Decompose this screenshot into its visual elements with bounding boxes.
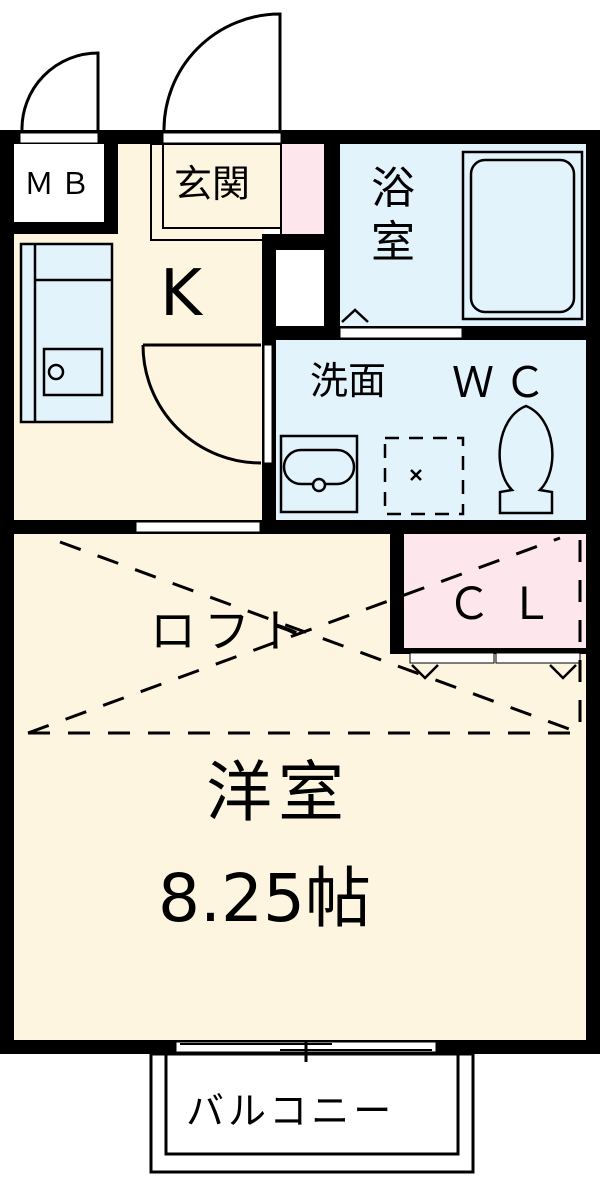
closet-label: ＣＬ	[447, 579, 571, 630]
meter-box-floor	[14, 144, 104, 222]
closet-door-marks	[411, 664, 577, 680]
bathroom-label: 浴室	[371, 163, 415, 268]
entrance-pink-area	[281, 144, 325, 234]
meter-box-label: ＭＢ	[24, 167, 96, 202]
western-room-label: 洋室	[206, 754, 350, 831]
kitchen-counter	[19, 242, 114, 424]
loft-label: ロフト	[150, 604, 312, 658]
entrance-floor	[163, 144, 280, 228]
wash-fixtures	[279, 404, 554, 516]
washroom-floor	[274, 340, 586, 522]
western-room-size: 8.25帖	[158, 860, 371, 937]
toilet-label: ＷＣ	[452, 358, 557, 407]
closet-floor	[404, 534, 586, 652]
balcony-label: バルコニー	[186, 1089, 396, 1133]
bathtub	[341, 150, 584, 323]
kitchen-label: K	[160, 257, 202, 331]
loft-outline	[27, 536, 586, 735]
washroom-label: 洗面	[310, 359, 387, 403]
balcony-outline	[149, 1042, 475, 1174]
entrance-label: 玄関	[174, 162, 251, 206]
storage-white	[276, 250, 324, 326]
door-swings	[20, 12, 282, 465]
